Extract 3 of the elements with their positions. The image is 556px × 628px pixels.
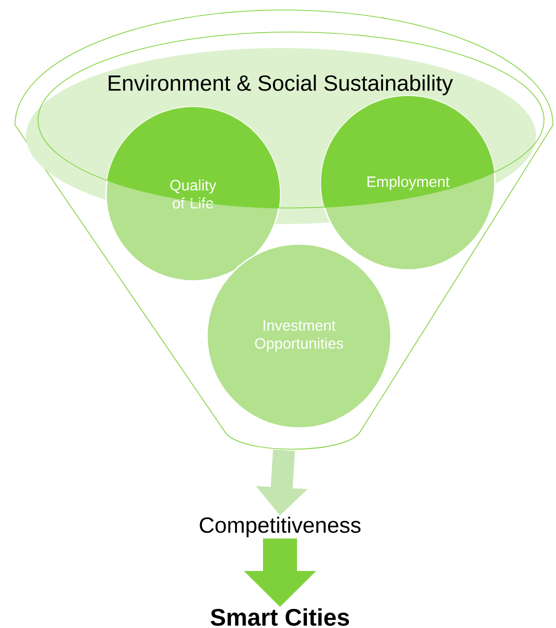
funnel-drawing (14, 10, 554, 450)
label-text: Smart Cities (210, 608, 349, 626)
label-text: Competitiveness (200, 516, 360, 538)
